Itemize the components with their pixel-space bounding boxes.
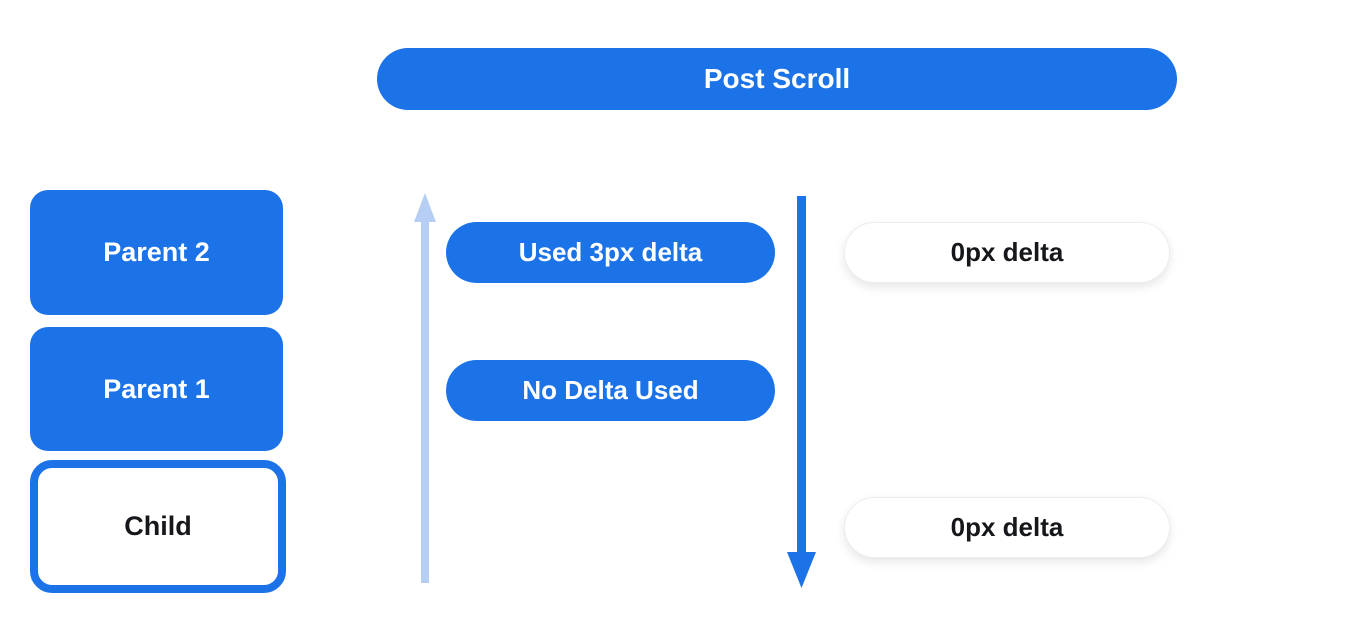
post-scroll-header: Post Scroll [377, 48, 1177, 110]
node-parent-1: Parent 1 [30, 327, 283, 451]
node-child: Child [30, 460, 286, 593]
result-delta-pill-bottom: 0px delta [844, 497, 1170, 558]
scroll-up-arrow-icon [403, 188, 447, 590]
scroll-down-arrow-icon [779, 190, 823, 592]
node-parent-2: Parent 2 [30, 190, 283, 315]
result-delta-pill-top: 0px delta [844, 222, 1170, 283]
used-delta-pill: Used 3px delta [446, 222, 775, 283]
no-delta-used-pill: No Delta Used [446, 360, 775, 421]
